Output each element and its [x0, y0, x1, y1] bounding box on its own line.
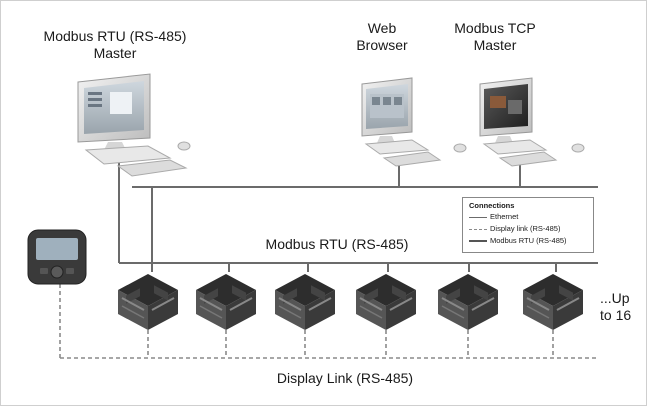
web-browser-label-line2: Browser [356, 37, 408, 53]
legend-title: Connections [469, 201, 515, 210]
legend-item-display-link: Display link (RS-485) [469, 224, 560, 233]
tcp-master-label: Modbus TCP Master [440, 20, 550, 54]
up-to-label-line1: ...Up [600, 290, 630, 306]
meter-device [522, 273, 584, 331]
meter-device [117, 273, 179, 331]
display-link-label: Display Link (RS-485) [276, 370, 414, 386]
web-browser-label-line1: Web [367, 20, 397, 36]
ethernet-bus [132, 165, 598, 272]
rtu-bus-label: Modbus RTU (RS-485) [265, 236, 409, 252]
computer-rtu-master [77, 73, 191, 177]
legend-item-label: Ethernet [490, 212, 519, 221]
legend-item-ethernet: Ethernet [469, 212, 518, 221]
dashed-line-swatch [469, 228, 487, 230]
meter-device [437, 273, 499, 331]
rtu-master-label-line1: Modbus RTU (RS-485) [43, 28, 187, 44]
computer-web-browser [361, 77, 467, 167]
up-to-label-line2: to 16 [600, 307, 632, 323]
solid-line-swatch [469, 216, 487, 218]
rtu-master-label: Modbus RTU (RS-485) Master [20, 28, 210, 62]
display-link-bus [59, 284, 598, 359]
modbus-rtu-bus [118, 158, 598, 272]
meter-device [355, 273, 417, 331]
connections-legend: Connections Ethernet Display link (RS-48… [462, 197, 594, 253]
legend-item-label: Modbus RTU (RS-485) [490, 236, 567, 245]
tcp-master-label-line2: Master [473, 37, 517, 53]
meter-device [274, 273, 336, 331]
up-to-label: ...Up to 16 [600, 290, 644, 324]
web-browser-label: Web Browser [342, 20, 422, 54]
meter-device [195, 273, 257, 331]
rtu-master-label-line2: Master [93, 45, 137, 61]
tcp-master-label-line1: Modbus TCP [454, 20, 536, 36]
legend-item-modbus-rtu: Modbus RTU (RS-485) [469, 236, 567, 245]
solid-line-swatch [469, 240, 487, 243]
computer-tcp-master [479, 77, 585, 167]
display-unit [27, 229, 87, 285]
legend-item-label: Display link (RS-485) [490, 224, 561, 233]
